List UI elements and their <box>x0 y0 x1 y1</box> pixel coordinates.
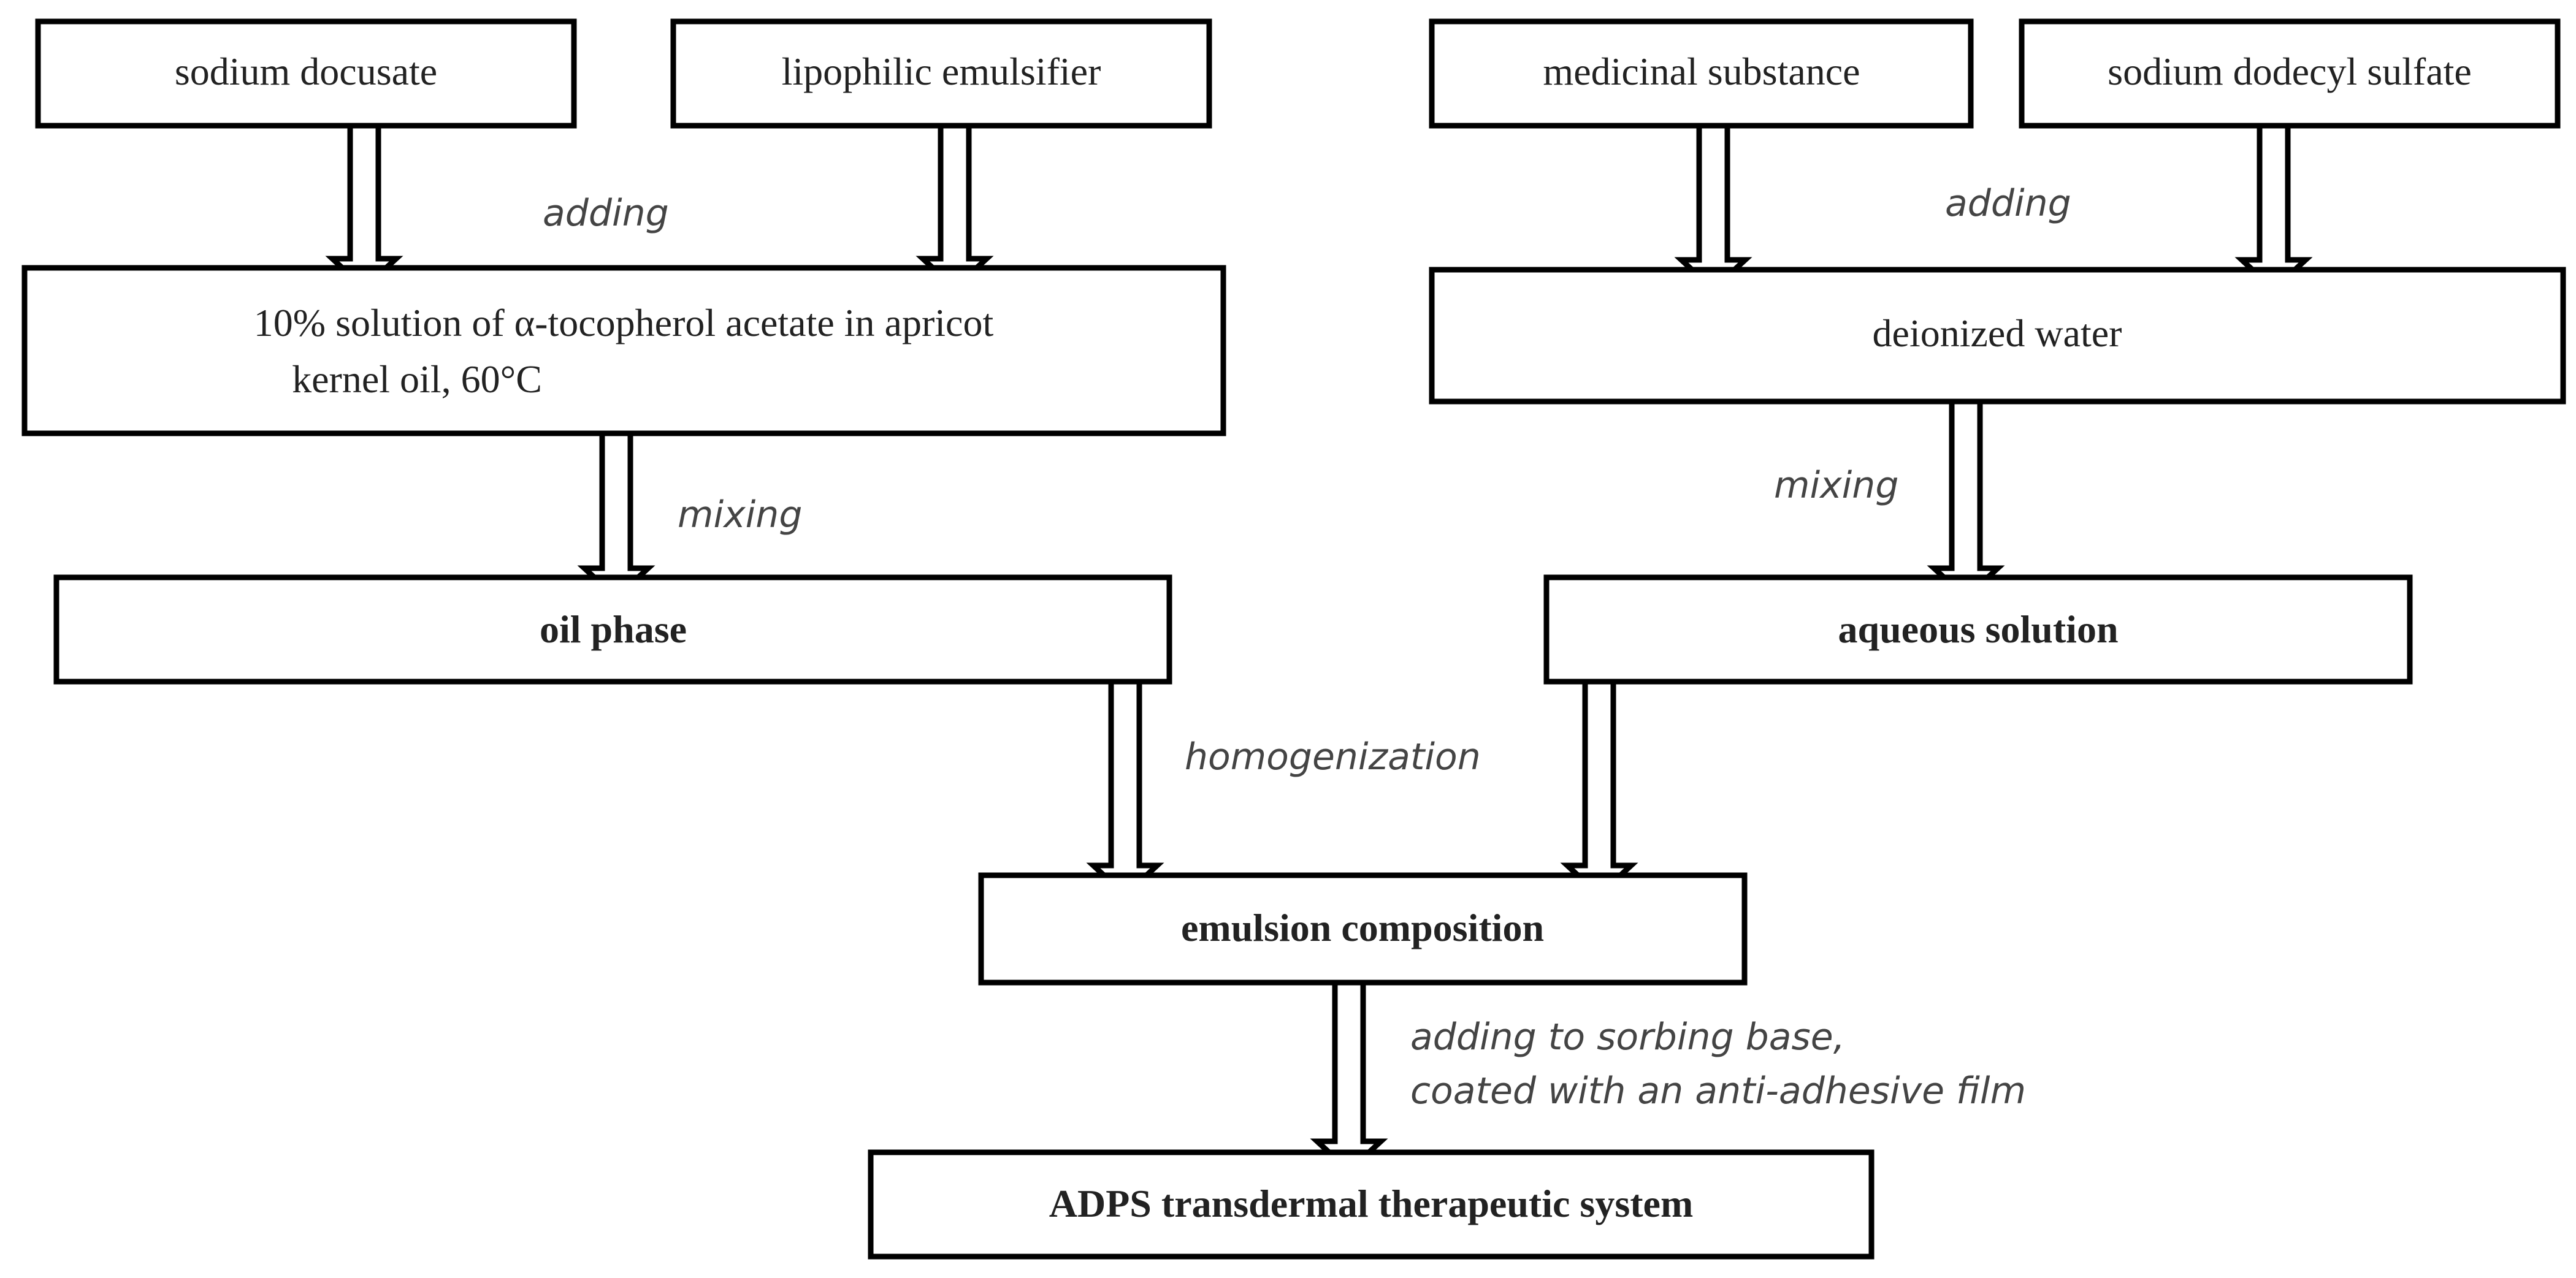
box-adps-system-label: ADPS transdermal therapeutic system <box>1049 1182 1694 1225</box>
box-aqueous-solution-label: aqueous solution <box>1838 607 2118 651</box>
label-mixing-right: mixing <box>1774 464 1898 507</box>
box-sodium-dodecyl-sulfate: sodium dodecyl sulfate <box>2019 18 2561 129</box>
label-final-step-line2: coated with an anti-adhesive film <box>1410 1070 2026 1113</box>
box-oil-solution-line2: kernel oil, 60°C <box>292 357 542 401</box>
label-adding-left: adding <box>543 192 669 235</box>
box-medicinal-substance-label: medicinal substance <box>1543 50 1860 93</box>
box-deionized-water: deionized water <box>1429 267 2566 405</box>
box-sodium-dodecyl-sulfate-label: sodium dodecyl sulfate <box>2108 50 2472 93</box>
arrow-oil-solution-down <box>577 430 655 602</box>
arrow-sodium-docusate-down <box>325 123 403 292</box>
box-sodium-docusate: sodium docusate <box>35 18 577 129</box>
box-lipophilic-emulsifier: lipophilic emulsifier <box>670 18 1212 129</box>
box-oil-solution: 10% solution of α-tocopherol acetate in … <box>21 265 1226 436</box>
arrow-aqueous-solution-down <box>1560 679 1638 899</box>
box-oil-solution-line1: 10% solution of α-tocopherol acetate in … <box>254 301 994 344</box>
arrow-medicinal-substance-down <box>1674 123 1752 294</box>
box-adps-system: ADPS transdermal therapeutic system <box>868 1149 1875 1260</box>
arrow-deionized-water-down <box>1927 398 2005 602</box>
box-oil-phase: oil phase <box>53 574 1172 685</box>
arrow-lipophilic-emulsifier-down <box>915 123 994 292</box>
box-emulsion-composition-label: emulsion composition <box>1181 906 1544 949</box>
arrow-oil-phase-down <box>1086 679 1164 899</box>
label-homogenization: homogenization <box>1185 736 1481 778</box>
label-adding-right: adding <box>1945 182 2071 225</box>
box-sodium-docusate-label: sodium docusate <box>175 50 437 93</box>
box-emulsion-composition: emulsion composition <box>978 872 1748 986</box>
box-deionized-water-label: deionized water <box>1873 311 2122 355</box>
box-oil-phase-label: oil phase <box>540 607 687 651</box>
arrow-sodium-dodecyl-sulfate-down <box>2234 123 2313 294</box>
box-lipophilic-emulsifier-label: lipophilic emulsifier <box>782 50 1101 93</box>
box-aqueous-solution: aqueous solution <box>1543 574 2413 685</box>
label-final-step-line1: adding to sorbing base, <box>1410 1016 1845 1059</box>
arrow-emulsion-composition-down <box>1310 979 1388 1175</box>
box-medicinal-substance: medicinal substance <box>1429 18 1974 129</box>
label-mixing-left: mixing <box>678 493 802 536</box>
